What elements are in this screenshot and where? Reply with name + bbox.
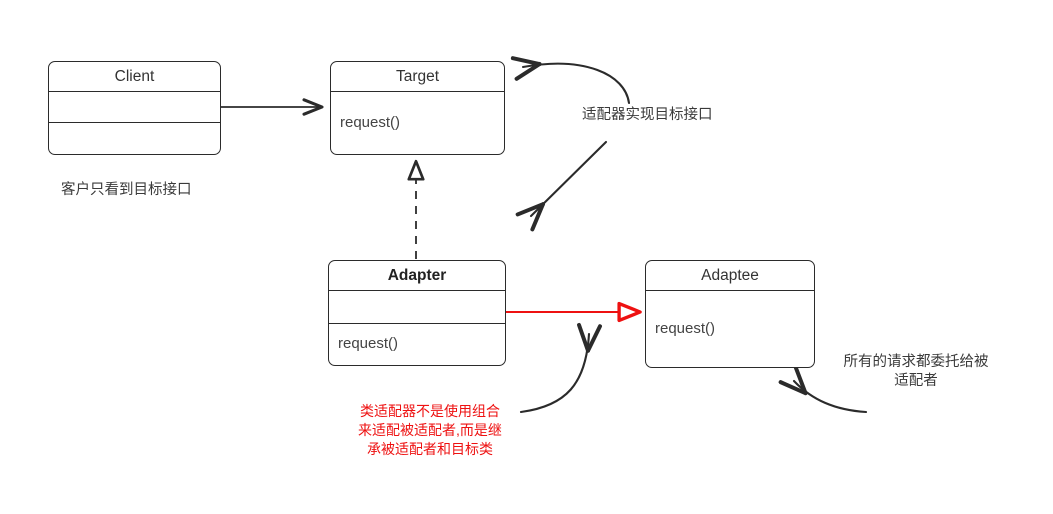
class-title-target: Target [331, 62, 504, 92]
class-compartment-adapter-operations: request() [338, 335, 399, 352]
annotation-delegate-note-line2: 适配者 [894, 373, 938, 389]
annotation-delegate-note-line1: 所有的请求都委托给被 [843, 354, 989, 370]
class-compartment-client-attributes [49, 92, 220, 123]
class-box-target[interactable]: Target request() [330, 61, 505, 155]
annotation-class-adapter-note-line3: 承被适配者和目标类 [367, 441, 493, 457]
class-compartment-adaptee-operations: request() [655, 320, 716, 337]
class-compartment-adapter-attributes [329, 291, 505, 324]
class-compartment-target-operations: request() [340, 114, 401, 131]
annotation-client-note: 客户只看到目标接口 [61, 182, 192, 198]
class-title-client: Client [49, 62, 220, 92]
class-compartment-client-operations [49, 123, 220, 154]
annotation-class-adapter-note: 类适配器不是使用组合 来适配被适配者,而是继 承被适配者和目标类 [347, 402, 513, 459]
class-box-client[interactable]: Client [48, 61, 221, 155]
callout-arrow-red-note [519, 322, 602, 414]
annotation-class-adapter-note-line2: 来适配被适配者,而是继 [358, 422, 502, 438]
annotation-delegate-note: 所有的请求都委托给被 适配者 [838, 353, 994, 391]
annotation-adapter-implements-target: 适配器实现目标接口 [582, 107, 713, 123]
class-title-adaptee: Adaptee [646, 261, 814, 291]
class-title-adapter: Adapter [329, 261, 505, 291]
callout-arrow-to-adapter [515, 140, 608, 232]
annotation-class-adapter-note-line1: 类适配器不是使用组合 [360, 403, 500, 419]
class-box-adapter[interactable]: Adapter request() [328, 260, 506, 366]
callout-arrow-to-target [510, 56, 631, 105]
class-box-adaptee[interactable]: Adaptee request() [645, 260, 815, 368]
